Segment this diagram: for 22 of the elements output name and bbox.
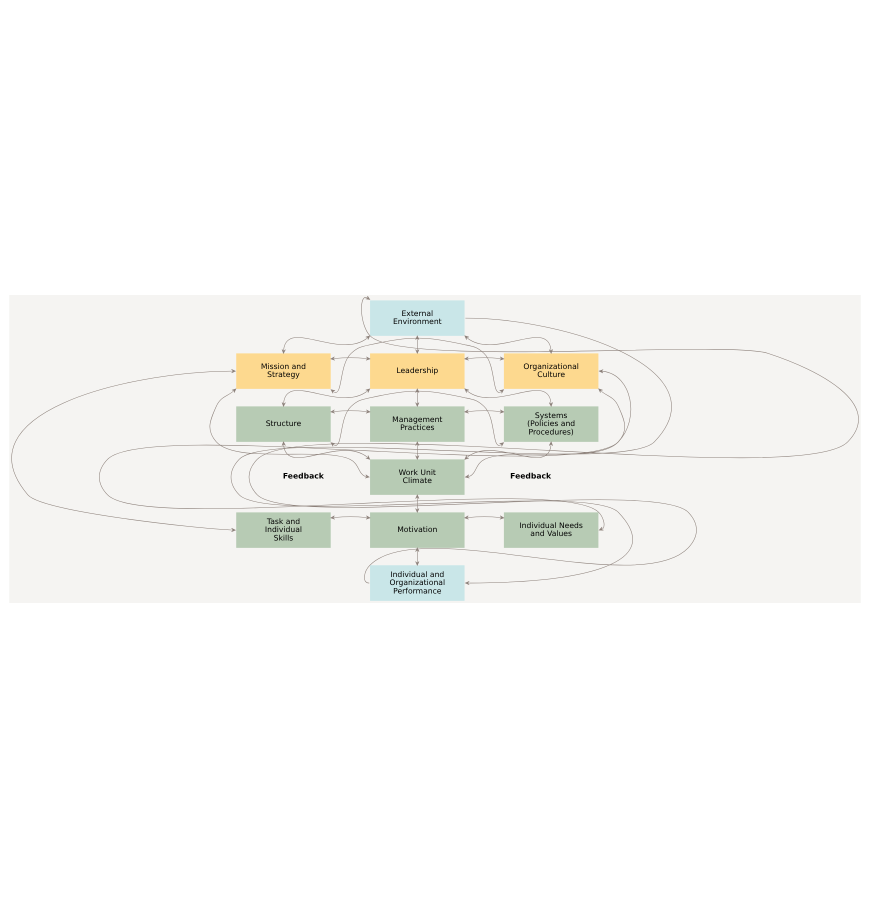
- arrow: [282, 388, 370, 407]
- arrow: [330, 338, 504, 394]
- arrow: [464, 410, 504, 414]
- arrow: [11, 369, 236, 532]
- arrow: [415, 336, 420, 354]
- arrow: [248, 296, 858, 584]
- arrow: [464, 356, 504, 360]
- arrow: [415, 494, 420, 513]
- arrow: [330, 356, 370, 360]
- arrow: [99, 369, 632, 530]
- arrow: [330, 410, 370, 414]
- arrow: [330, 516, 370, 520]
- arrow: [415, 442, 420, 460]
- arrow: [464, 442, 553, 460]
- arrow: [465, 388, 626, 478]
- arrow: [282, 336, 370, 354]
- arrow: [230, 318, 672, 586]
- arrow: [464, 516, 504, 520]
- arrow: [464, 388, 553, 407]
- arrow: [210, 388, 370, 478]
- arrow: [415, 388, 420, 407]
- arrow: [464, 336, 553, 354]
